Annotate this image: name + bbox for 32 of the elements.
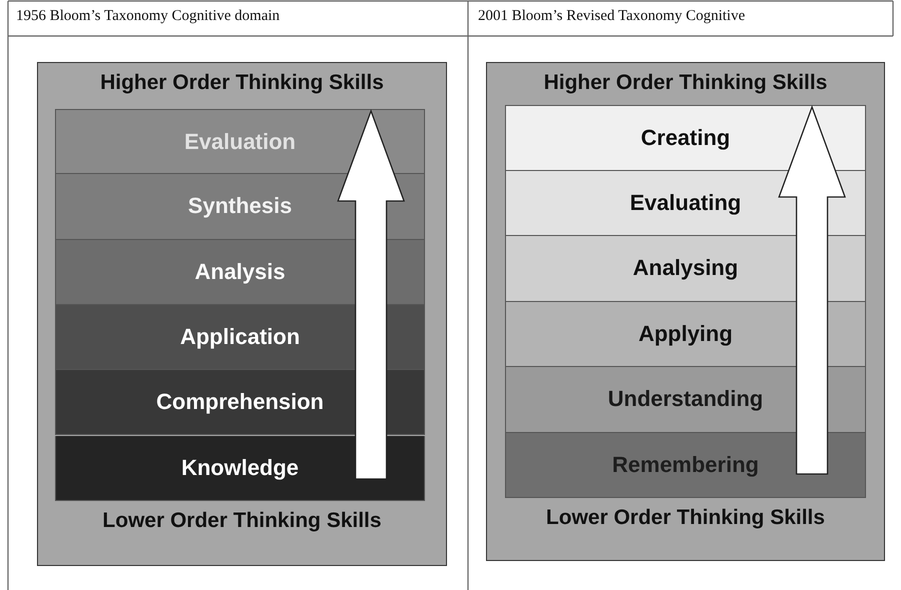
level-label: Applying [637,320,734,347]
level-band [505,105,866,170]
panel-heading: Higher Order Thinking Skills [99,71,385,95]
level-label: Evaluation [183,128,297,155]
level-band [55,304,425,370]
level-label: Knowledge [180,454,300,481]
level-label: Analysis [194,258,286,285]
level-label: Evaluating [628,190,742,216]
level-label: Synthesis [187,193,293,220]
block-arrow [337,109,405,480]
level-band [55,240,425,305]
level-band [55,370,425,436]
column-heading: 1956 Bloom’s Taxonomy Cognitive domain [16,8,280,25]
level-label: Analysing [632,255,740,282]
panel-footer: Lower Order Thinking Skills [38,508,446,533]
level-band [505,236,866,302]
level-label: Comprehension [155,389,325,416]
panel [37,62,447,566]
level-label: Creating [640,124,732,151]
level-label: Application [179,324,301,350]
level-label: Remembering [611,452,760,478]
column-heading: 2001 Bloom’s Revised Taxonomy Cognitive [478,8,746,25]
level-band [505,367,866,432]
level-band [505,432,866,498]
level-label: Understanding [606,386,764,412]
panel [486,62,885,561]
panel-footer: Lower Order Thinking Skills [487,506,884,530]
panel-heading: Higher Order Thinking Skills [542,71,828,95]
level-band [55,109,425,174]
level-band [55,436,425,501]
level-band [505,302,866,367]
block-arrow [778,105,846,475]
